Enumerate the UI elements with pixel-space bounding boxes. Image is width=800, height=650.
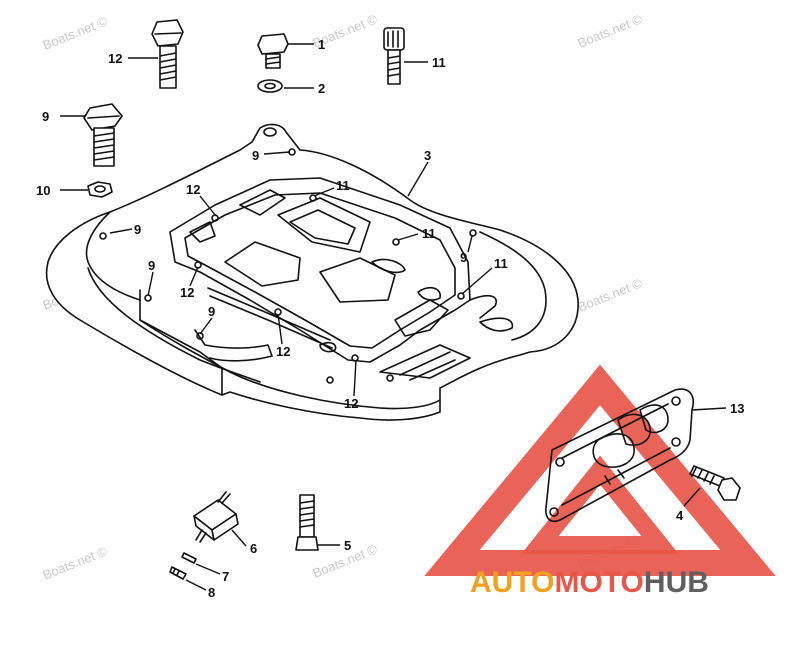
bolt-12: [128, 19, 184, 89]
part-number-13: 13: [730, 401, 744, 416]
mount-6: [193, 491, 247, 547]
pin-8: [169, 566, 207, 591]
part-number-10: 10: [36, 183, 50, 198]
plate-label-11: 11: [336, 178, 350, 193]
bolt-4: [683, 465, 741, 507]
screw-11: [383, 27, 428, 85]
watermark: Boats.net ©: [41, 543, 110, 583]
logo-word-auto: AUTO: [470, 566, 554, 599]
logo-mark: [424, 364, 776, 576]
plate-label-9: 9: [134, 222, 141, 237]
adapter-plate-3: [45, 123, 579, 421]
plate-label-12: 12: [276, 344, 290, 359]
part-number-4: 4: [676, 508, 684, 523]
pin-7: [181, 552, 221, 575]
logo-word-moto: MOTO: [554, 566, 643, 599]
part-number-11: 11: [432, 55, 446, 70]
bolt-1: [257, 33, 314, 69]
washer-2: [257, 79, 314, 93]
logo-word-hub: HUB: [644, 566, 709, 599]
part-number-12: 12: [108, 51, 122, 66]
nut-10: [60, 181, 113, 198]
watermark: Boats.net ©: [576, 11, 645, 51]
bolt-9: [60, 103, 123, 167]
plate-label-9: 9: [148, 258, 155, 273]
part-number-9: 9: [42, 109, 49, 124]
watermark: Boats.net ©: [41, 13, 110, 53]
plate-label-12: 12: [186, 182, 200, 197]
part-number-8: 8: [208, 585, 215, 600]
plate-label-12: 12: [180, 285, 194, 300]
stud-5: [295, 494, 340, 551]
plate-label-9: 9: [208, 304, 215, 319]
plate-holes: [99, 148, 477, 384]
plate-label-12: 12: [344, 396, 358, 411]
part-number-1: 1: [318, 37, 325, 52]
plate-label-11: 11: [422, 226, 436, 241]
watermark: Boats.net ©: [576, 275, 645, 315]
part-number-3: 3: [424, 148, 431, 163]
plate-label-11: 11: [494, 256, 508, 271]
bracket-13: [545, 388, 727, 523]
part-number-2: 2: [318, 81, 325, 96]
plate-label-9: 9: [252, 148, 259, 163]
svg-text:AUTOMOTOHUB: AUTOMOTOHUB: [470, 566, 709, 599]
part-number-5: 5: [344, 538, 351, 553]
plate-label-9: 9: [460, 250, 467, 265]
logo-wordmark: AUTOMOTOHUB: [470, 566, 709, 599]
part-number-6: 6: [250, 541, 257, 556]
part-number-7: 7: [222, 569, 229, 584]
